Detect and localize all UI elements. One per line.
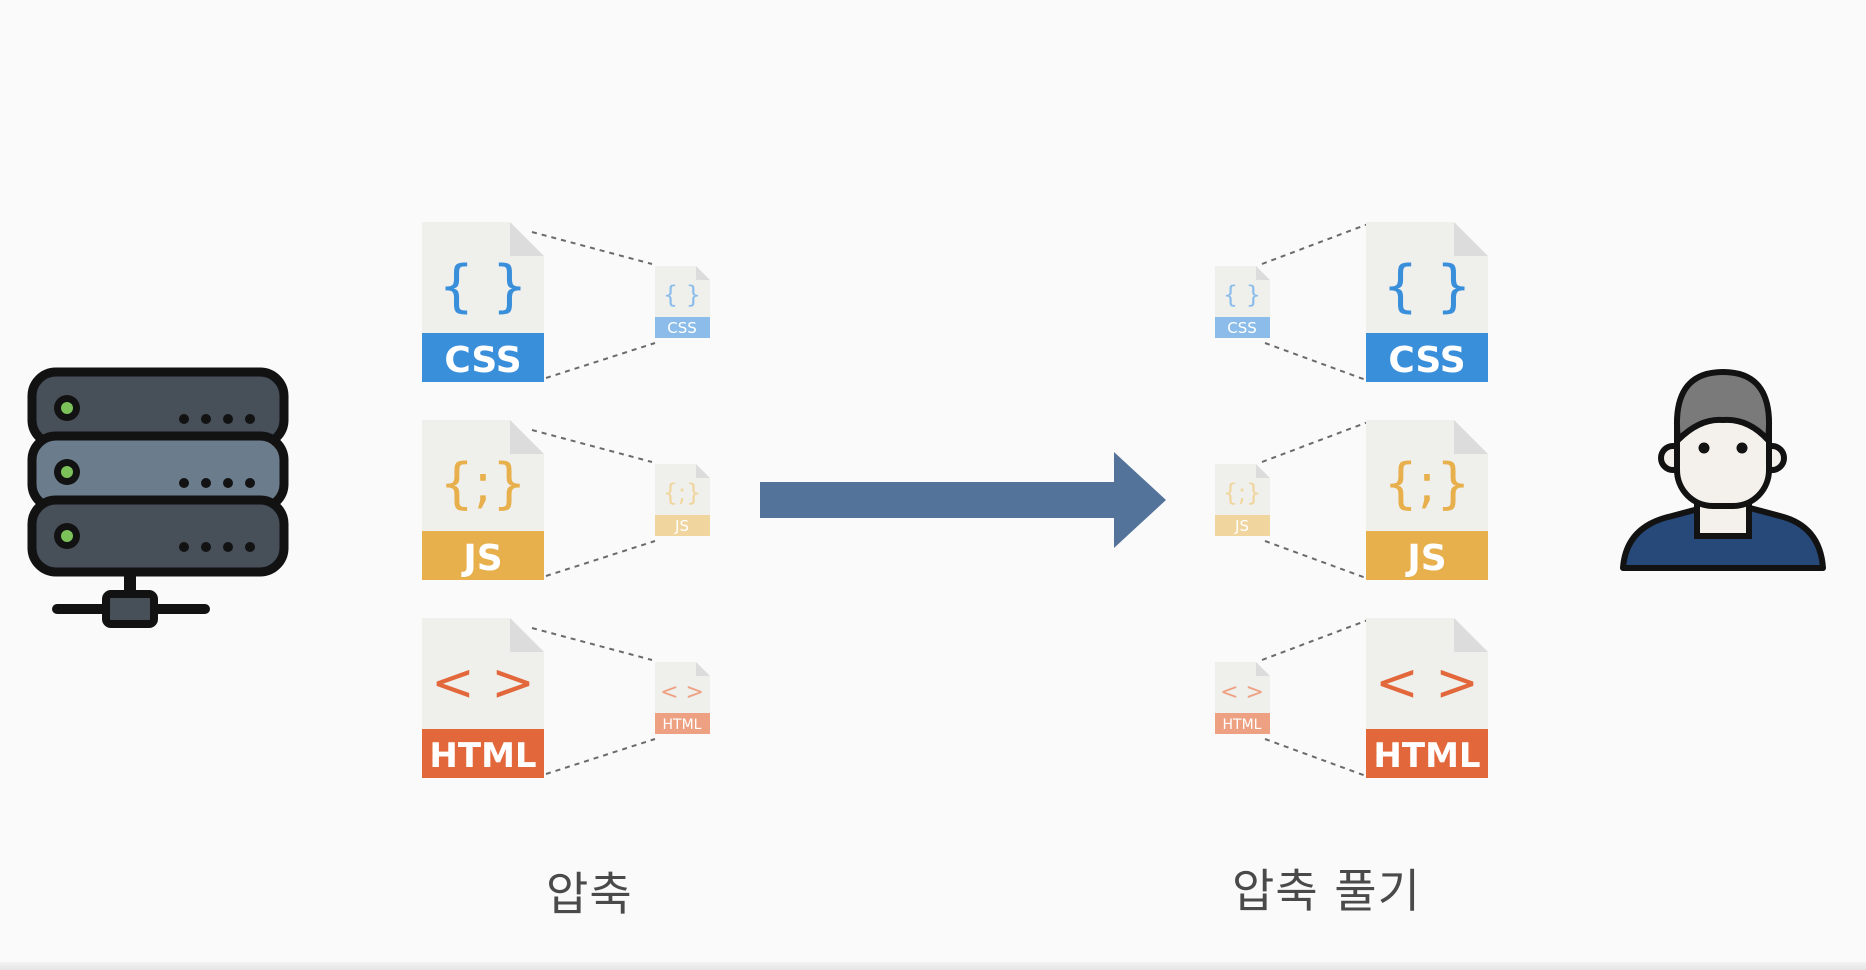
- js-file-small-right: {;} JS: [1215, 464, 1270, 536]
- css-glyph: { }: [663, 281, 701, 309]
- html-file-small-right: < > HTML: [1215, 662, 1270, 734]
- zoom-connectors: [531, 223, 1369, 777]
- html-file-small-left: < > HTML: [655, 662, 710, 734]
- js-file-large-left: {;} JS: [422, 420, 544, 580]
- html-glyph: < >: [1375, 653, 1479, 713]
- css-label: CSS: [1227, 319, 1257, 337]
- server-icon: [27, 367, 289, 628]
- user-icon: [1620, 369, 1826, 571]
- css-label: CSS: [1388, 340, 1465, 381]
- css-file-small-right: { } CSS: [1215, 266, 1270, 338]
- decompress-caption: 압축 풀기: [1232, 864, 1421, 918]
- html-label: HTML: [663, 717, 702, 733]
- html-glyph: < >: [660, 680, 704, 705]
- js-glyph: {;}: [1384, 452, 1471, 515]
- arrow-right-icon: [760, 452, 1166, 548]
- css-file-large-right: { } CSS: [1366, 222, 1488, 382]
- js-file-small-left: {;} JS: [655, 464, 710, 536]
- css-file-small-left: { } CSS: [655, 266, 710, 338]
- css-glyph: { }: [1382, 254, 1471, 319]
- js-label: JS: [460, 538, 502, 579]
- html-label: HTML: [429, 736, 536, 776]
- css-glyph: { }: [1223, 281, 1261, 309]
- css-label: CSS: [444, 340, 521, 381]
- js-file-large-right: {;} JS: [1366, 420, 1488, 580]
- js-glyph: {;}: [440, 452, 527, 515]
- html-glyph: < >: [431, 653, 535, 713]
- bottom-divider: [0, 962, 1866, 970]
- html-glyph: < >: [1220, 680, 1264, 705]
- html-label: HTML: [1223, 717, 1262, 733]
- js-label: JS: [674, 517, 689, 535]
- html-label: HTML: [1373, 736, 1480, 776]
- js-label: JS: [1404, 538, 1446, 579]
- js-glyph: {;}: [1223, 479, 1262, 507]
- js-label: JS: [1234, 517, 1249, 535]
- compress-caption: 압축: [546, 867, 633, 921]
- html-file-large-left: < > HTML: [422, 618, 544, 778]
- js-glyph: {;}: [663, 479, 702, 507]
- css-label: CSS: [667, 319, 697, 337]
- css-glyph: { }: [438, 254, 527, 319]
- html-file-large-right: < > HTML: [1366, 618, 1488, 778]
- css-file-large-left: { } CSS: [422, 222, 544, 382]
